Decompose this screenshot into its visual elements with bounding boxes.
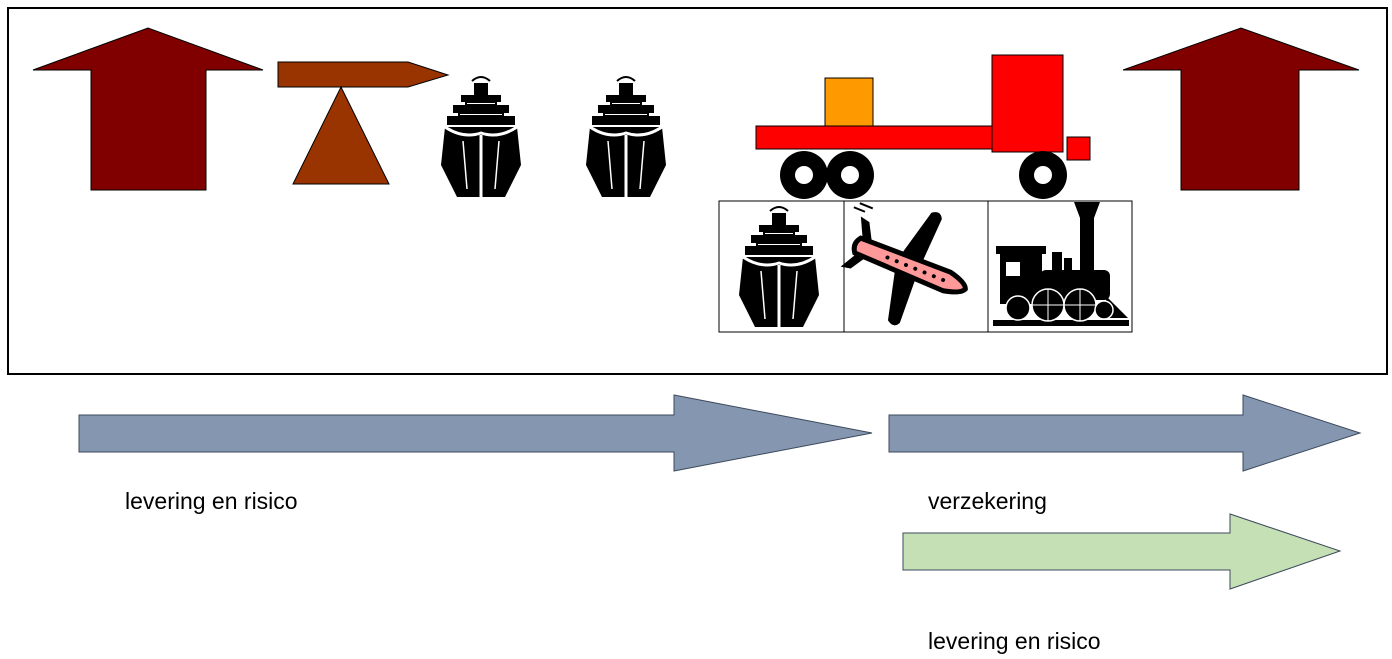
up-arrow-icon bbox=[32, 27, 264, 191]
delivery-risk-arrow-seller bbox=[78, 394, 873, 472]
train-icon bbox=[993, 202, 1129, 326]
insurance-arrow bbox=[888, 394, 1362, 472]
truck-icon bbox=[755, 54, 1091, 199]
up-arrow-icon bbox=[1122, 27, 1360, 191]
airplane-icon bbox=[840, 202, 968, 326]
delivery-risk-arrow-buyer bbox=[902, 513, 1342, 590]
seller-delivery-risk-label: levering en risico bbox=[125, 488, 298, 514]
buyer-delivery-risk-label: levering en risico bbox=[928, 628, 1101, 654]
insurance-label: verzekering bbox=[928, 488, 1047, 514]
crane-icon bbox=[277, 61, 450, 185]
